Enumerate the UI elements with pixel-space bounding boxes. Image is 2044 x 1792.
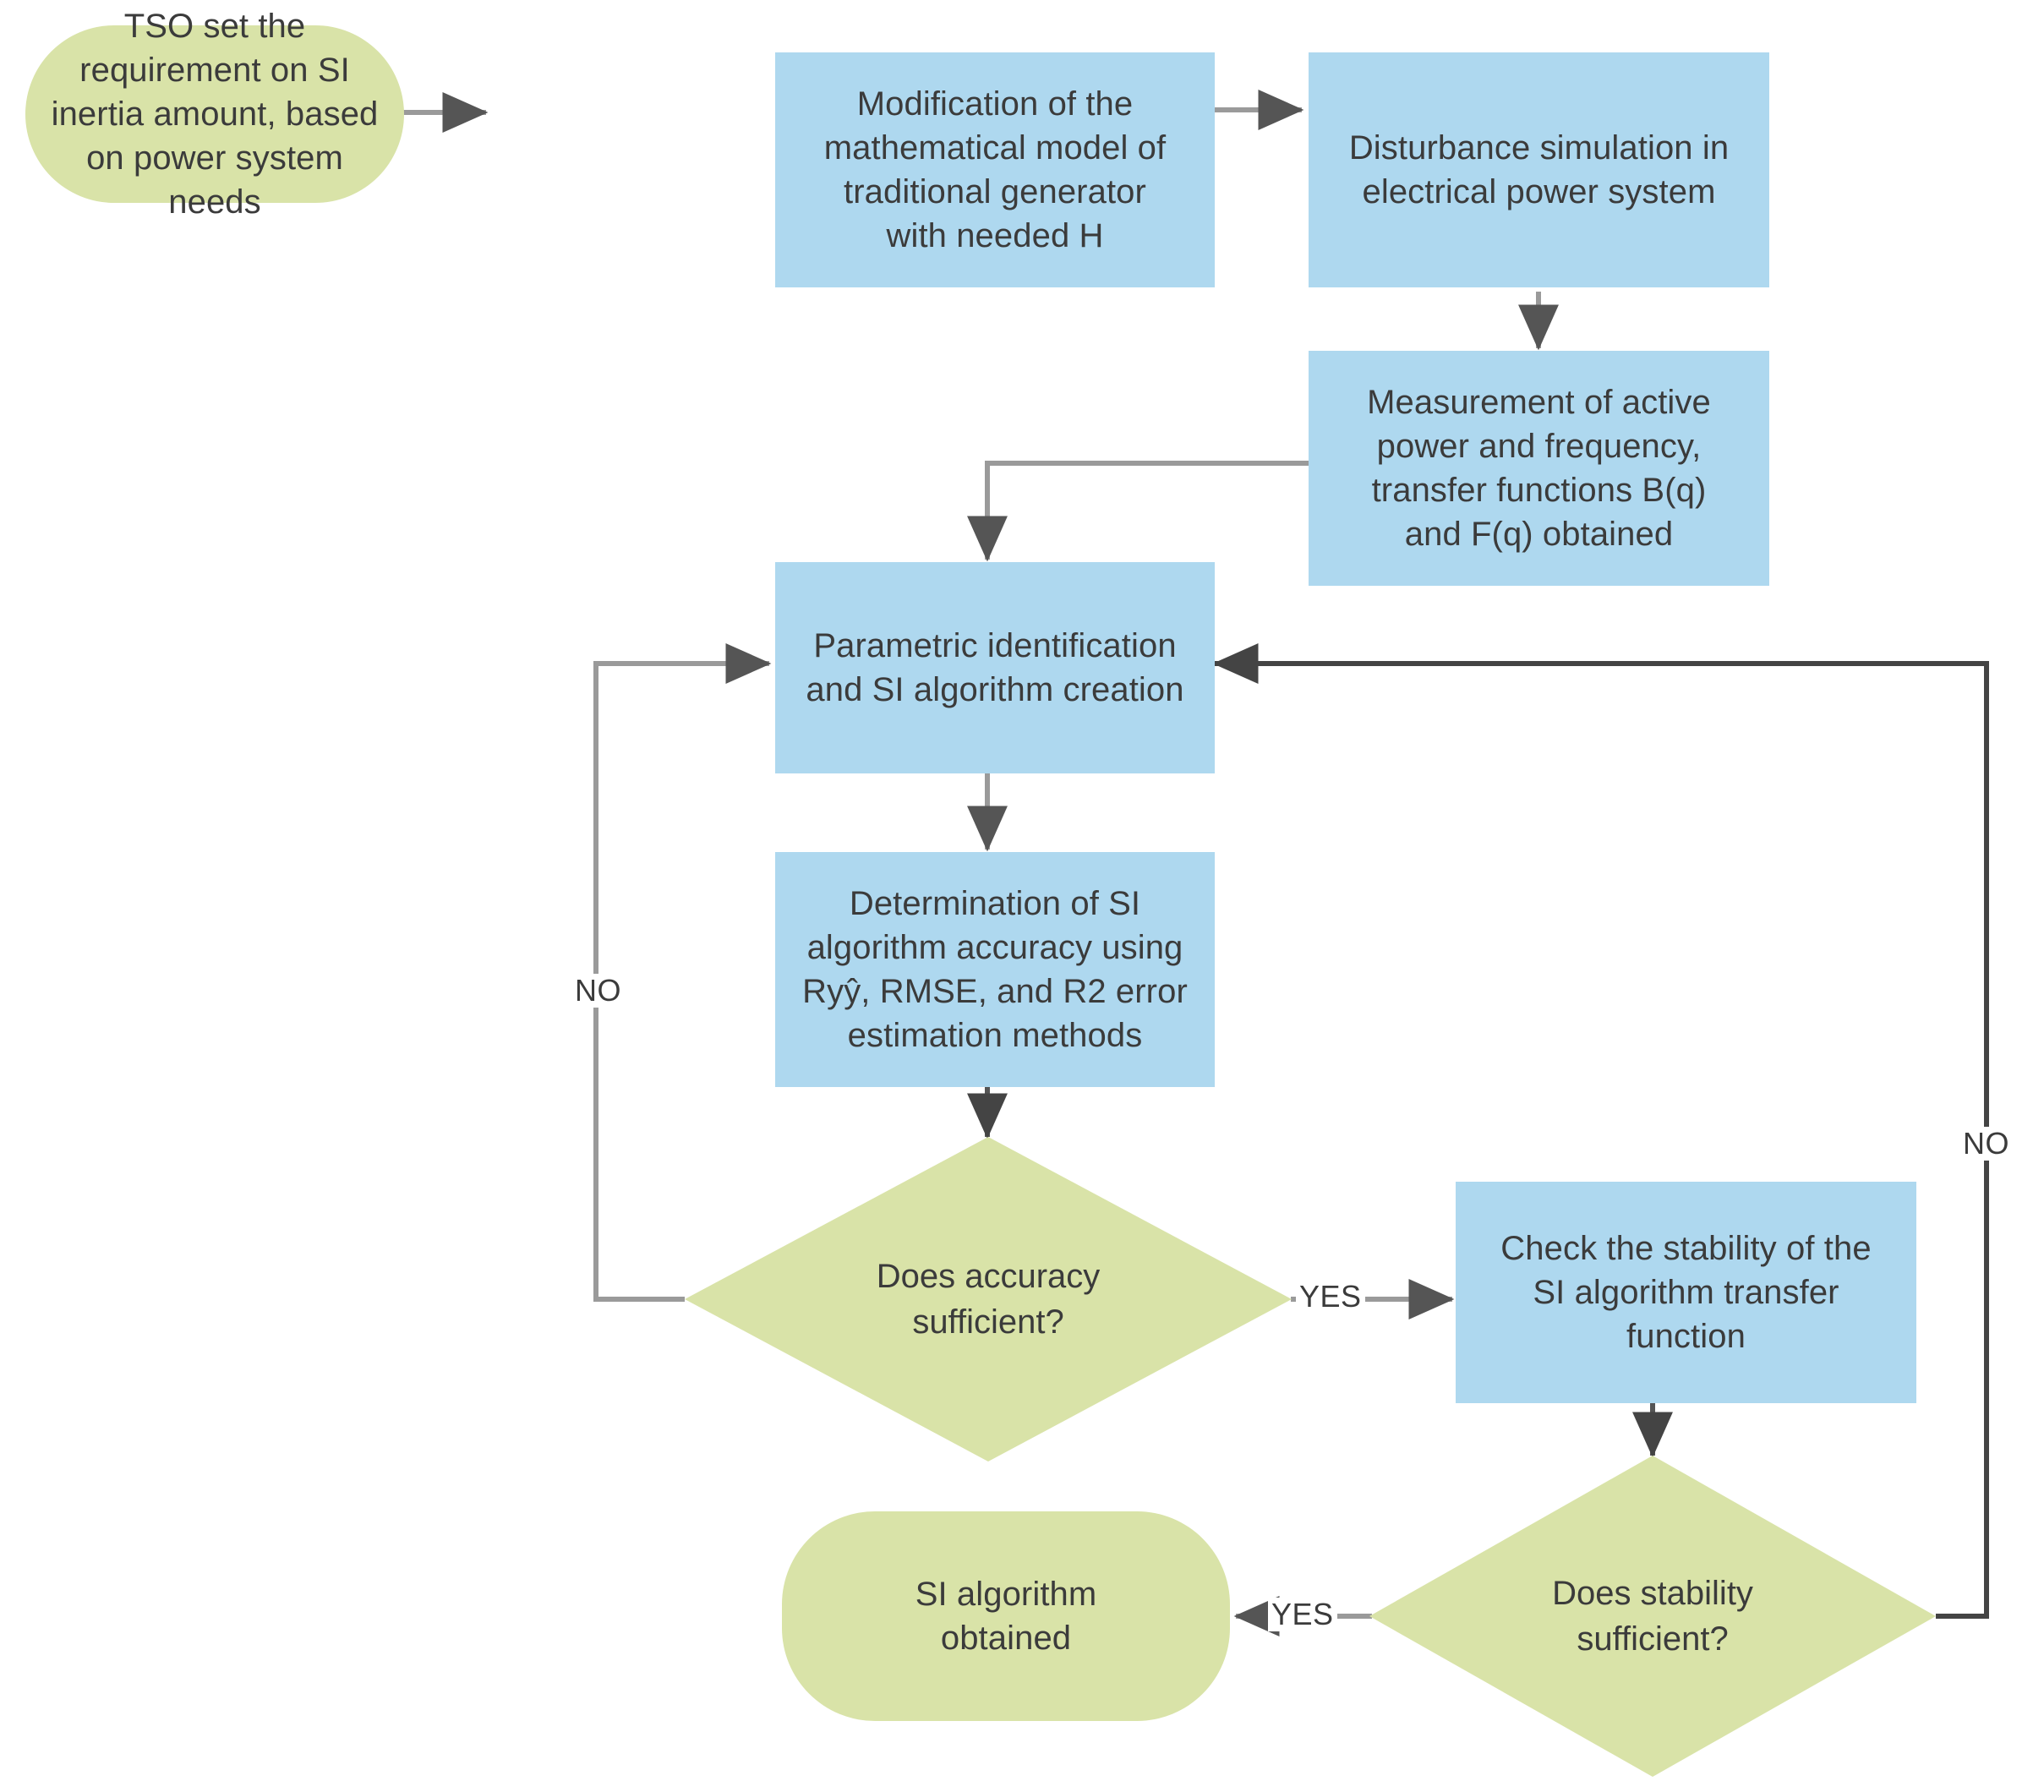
node-start-terminator[interactable]: TSO set the requirement on SI inertia am…: [25, 8, 404, 221]
edge-label-accuracy-yes: YES: [1296, 1280, 1365, 1314]
edge-label-stability-yes: YES: [1268, 1598, 1337, 1631]
stability-diamond-shape: [1369, 1456, 1936, 1777]
node-stability-check-process[interactable]: Check the stability of the SI algorithm …: [1456, 1182, 1916, 1403]
node-modification-process[interactable]: Modification of the mathematical model o…: [775, 52, 1215, 287]
node-disturbance-process[interactable]: Disturbance simulation in electrical pow…: [1309, 52, 1769, 287]
node-determination-process[interactable]: Determination of SI algorithm accuracy u…: [775, 852, 1215, 1087]
edge-measurement-to-parametric: [967, 461, 1310, 562]
node-parametric-process[interactable]: Parametric identification and SI algorit…: [775, 562, 1215, 773]
node-accuracy-decision[interactable]: Does accuracy sufficient?: [685, 1137, 1292, 1461]
edge-label-accuracy-no: NO: [571, 974, 625, 1008]
accuracy-diamond-shape: [685, 1137, 1292, 1461]
node-measurement-process[interactable]: Measurement of active power and frequenc…: [1309, 351, 1769, 586]
edge-label-stability-no: NO: [1959, 1127, 2013, 1161]
node-end-terminator[interactable]: SI algorithm obtained: [782, 1511, 1230, 1721]
node-stability-decision[interactable]: Does stability sufficient?: [1369, 1456, 1936, 1777]
